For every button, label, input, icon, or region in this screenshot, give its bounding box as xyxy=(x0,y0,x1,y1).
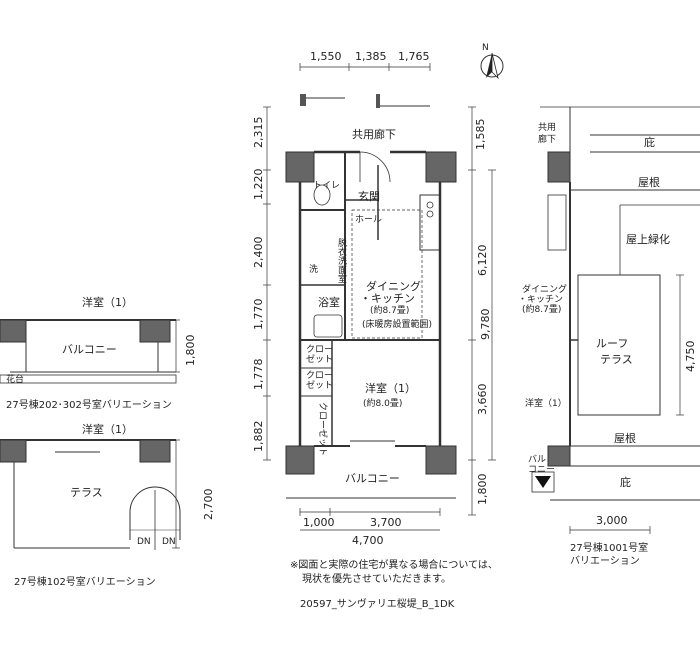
v102-western: 洋室（1） xyxy=(82,422,133,436)
v102-dim: 2,700 xyxy=(202,489,215,521)
v1001-roof-top: 屋根 xyxy=(638,175,660,189)
top-dim-2: 1,385 xyxy=(355,50,387,63)
label-western-1: 洋室（1） xyxy=(365,381,416,395)
v1001-balcony-1: バル xyxy=(528,454,546,465)
right-dim-5: 1,800 xyxy=(476,474,489,506)
v1001-dining-2: ・キッチン xyxy=(518,294,563,305)
north-arrow: N xyxy=(480,43,504,80)
v1001-eaves-bottom: 庇 xyxy=(620,475,631,489)
v202-western: 洋室（1） xyxy=(82,295,133,309)
label-dining-2: ・キッチン xyxy=(360,292,415,305)
right-dim-3: 9,780 xyxy=(479,309,492,341)
variation-102-labels: 洋室（1） テラス 2,700 DN DN 27号棟102号室バリエーション xyxy=(14,422,215,588)
label-closet-1: クロー xyxy=(306,344,333,355)
v1001-dim-bottom: 3,000 xyxy=(596,514,628,527)
left-dim-6: 1,882 xyxy=(252,421,265,453)
left-dim-2: 1,220 xyxy=(252,169,265,201)
right-dim-4: 3,660 xyxy=(476,384,489,416)
left-dim-5: 1,778 xyxy=(252,359,265,391)
v1001-caption-1: 27号棟1001号室 xyxy=(570,541,648,554)
v202-caption: 27号棟202･302号室バリエーション xyxy=(6,398,172,411)
note-line-2: 現状を優先させていただきます。 xyxy=(302,572,451,585)
left-dim-3: 2,400 xyxy=(252,237,265,269)
label-corridor: 共用廊下 xyxy=(352,127,396,141)
label-balcony: バルコニー xyxy=(345,472,400,485)
main-plan xyxy=(263,63,496,531)
label-closet-2b: ゼット xyxy=(306,379,333,391)
v1001-roof-terrace-1: ルーフ xyxy=(596,337,628,350)
variation-1001-plan xyxy=(531,106,700,534)
variation-102-plan xyxy=(0,439,181,550)
v1001-caption-2: バリエーション xyxy=(570,555,640,567)
left-dim-4: 1,770 xyxy=(252,299,265,331)
label-closet-3: クローゼット xyxy=(317,402,329,456)
variation-202-plan xyxy=(0,319,180,384)
bottom-dim-1: 1,000 xyxy=(303,516,335,529)
v1001-dim-right: 4,750 xyxy=(684,341,697,373)
variation-1001-labels: 共用 廊下 庇 屋根 屋上緑化 ダイニング ・キッチン (約8.7畳) ルーフ … xyxy=(518,122,697,567)
label-wash: 洗 xyxy=(309,263,318,275)
v1001-roof-terrace-2: テラス xyxy=(600,353,633,366)
north-label: N xyxy=(482,43,489,53)
label-hall: ホール xyxy=(355,214,382,225)
label-western-area: (約8.0畳) xyxy=(363,397,402,409)
main-plan-labels: 1,550 1,385 1,765 2,315 1,220 2,400 1,77… xyxy=(252,50,492,547)
label-washroom-4: 面 xyxy=(338,265,347,276)
v1001-balcony-2: コニー xyxy=(528,465,555,475)
drawing-code: 20597_サンヴァリエ桜堤_B_1DK xyxy=(300,597,455,610)
label-dining-note: (床暖房設置範囲) xyxy=(362,318,432,330)
v102-terrace: テラス xyxy=(70,486,103,499)
label-closet-2: クロー xyxy=(306,370,333,381)
v1001-rooftop-green: 屋上緑化 xyxy=(626,232,670,246)
right-dim-2: 6,120 xyxy=(476,245,489,277)
v1001-roof-bottom: 屋根 xyxy=(614,431,636,445)
label-washroom-5: 室 xyxy=(338,273,347,285)
notes: ※図面と実際の住宅が異なる場合については、 現状を優先させていただきます。 20… xyxy=(290,558,498,610)
label-toilet: トイレ xyxy=(313,181,340,191)
top-dim-3: 1,765 xyxy=(398,50,430,63)
bottom-dim-3: 4,700 xyxy=(352,534,384,547)
v202-balcony: バルコニー xyxy=(62,343,117,356)
variation-202-labels: 洋室（1） バルコニー 花台 1,800 27号棟202･302号室バリエーショ… xyxy=(6,295,197,411)
v1001-western: 洋室（1） xyxy=(525,397,567,409)
label-entrance: 玄関 xyxy=(358,189,380,203)
v202-flower: 花台 xyxy=(6,373,24,385)
label-washroom-1: 脱 xyxy=(338,237,347,249)
v1001-dining-area: (約8.7畳) xyxy=(522,303,561,315)
label-washroom-2: 衣 xyxy=(338,246,347,258)
note-line-1: ※図面と実際の住宅が異なる場合については、 xyxy=(290,558,498,571)
bottom-dim-2: 3,700 xyxy=(370,516,402,529)
left-dim-1: 2,315 xyxy=(252,117,265,149)
v102-dn-2: DN xyxy=(162,537,176,547)
top-dim-1: 1,550 xyxy=(310,50,342,63)
label-dining-1: ダイニング xyxy=(366,279,421,293)
label-dining-area: (約8.7畳) xyxy=(370,304,409,316)
v1001-dining-1: ダイニング xyxy=(522,283,567,295)
v1001-eaves-top: 庇 xyxy=(644,135,655,149)
label-washroom-3: 洗 xyxy=(338,255,347,267)
v202-dim: 1,800 xyxy=(184,335,197,367)
label-closet-1b: ゼット xyxy=(306,353,333,365)
v1001-corridor-1: 共用 xyxy=(538,122,556,133)
right-dim-1: 1,585 xyxy=(474,119,487,151)
v102-dn-1: DN xyxy=(137,537,151,547)
v1001-corridor-2: 廊下 xyxy=(538,133,556,145)
v102-caption: 27号棟102号室バリエーション xyxy=(14,575,156,588)
label-bath: 浴室 xyxy=(318,295,340,309)
